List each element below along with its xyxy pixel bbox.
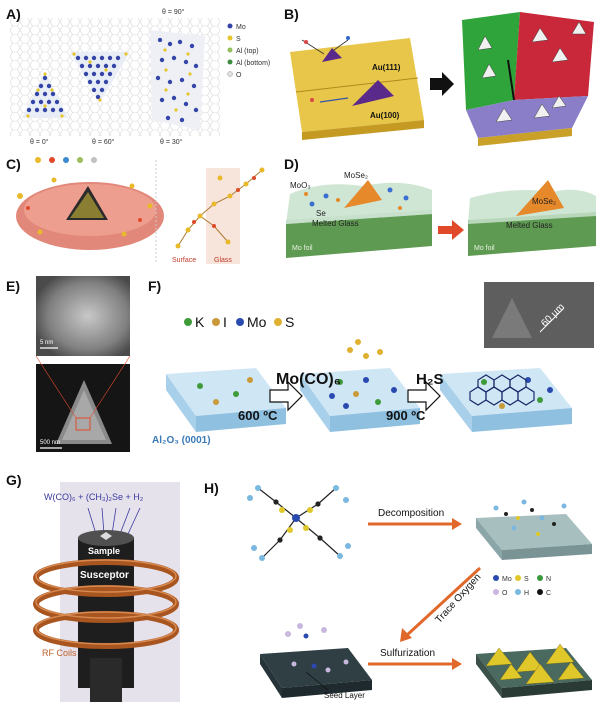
decomposition-arrow [368, 518, 462, 530]
glass-left-label: Melted Glass [312, 219, 359, 228]
panel-h: H) Decomposition Trace Oxygen [196, 458, 600, 706]
gas-label: H₂S [416, 371, 444, 388]
panel-b: B) Au(111) Au(100) [282, 0, 600, 150]
panel-a-legend: Mo S Al (top) Al (bottom) O [227, 23, 270, 79]
legend-mo: Mo [236, 24, 246, 31]
flake-30deg [150, 30, 205, 130]
transition-arrow [438, 220, 464, 240]
panel-g: G) W(CO)₆ + (CH₃)₂Se + H₂ Sample Suscept… [0, 458, 196, 706]
glass-right-label: Melted Glass [506, 221, 553, 230]
substrate-decomposed [476, 499, 592, 560]
mose2-right-label: MoSe₂ [532, 197, 556, 206]
angle-0-label: θ = 0° [30, 138, 49, 146]
panel-e-figure: 5 nm 500 nm [35, 276, 131, 452]
substrate-sulfurized [476, 643, 592, 698]
substrate-seed-layer [260, 623, 372, 698]
substrate-slab-3 [440, 368, 572, 432]
legend-al-top: Al (top) [236, 48, 259, 55]
optical-micrograph [484, 282, 594, 348]
foil-right-label: Mo foil [474, 245, 495, 252]
flux-arrow [319, 97, 349, 103]
panel-a-label: A) [6, 6, 21, 22]
trace-oxygen-label: Trace Oxygen [433, 572, 483, 626]
decomposition-label: Decomposition [378, 508, 444, 519]
panel-e-label: E) [6, 278, 20, 294]
legend-k: K [195, 314, 205, 330]
panel-h-figure: Decomposition Trace Oxygen Sulfurization… [247, 485, 592, 700]
angle-60-label: θ = 60° [92, 138, 115, 146]
panel-d: D) MoO₃ MoSe₂ Se Melted Glass Mo foil Mo… [282, 150, 600, 268]
panel-h-legend: Mo S N O H C [493, 575, 551, 597]
sulfurization-label: Sulfurization [380, 648, 435, 659]
seed-layer-label: Seed Layer [324, 691, 365, 700]
substrate-slab-1 [166, 368, 286, 432]
legend-mo: Mo [247, 314, 267, 330]
susceptor-label: Susceptor [80, 570, 129, 581]
panel-c-legend [35, 157, 97, 163]
panel-d-figure: MoO₃ MoSe₂ Se Melted Glass Mo foil MoSe₂… [286, 171, 596, 258]
angle-90-label: θ = 90° [162, 8, 185, 16]
au111-label: Au(111) [372, 63, 401, 72]
legend-s: S [236, 36, 241, 43]
panel-f-figure: 60 µm K I Mo S [152, 282, 594, 446]
panel-f: F) 60 µm K I Mo S [140, 268, 600, 458]
panel-b-label: B) [284, 6, 299, 22]
scale-5nm: 5 nm [40, 340, 53, 346]
stem-zoom-image [36, 276, 130, 356]
legend-al-bottom: Al (bottom) [236, 60, 270, 67]
process-arrow-1 [269, 380, 303, 412]
panel-g-figure: W(CO)₆ + (CH₃)₂Se + H₂ Sample Susceptor … [33, 482, 180, 702]
precursor-molecule [247, 485, 351, 561]
legend-s: S [285, 314, 294, 330]
panel-c: C) Surface Glass [0, 150, 282, 268]
rf-coils-label: RF Coils [42, 648, 77, 658]
temp2-label: 900 ºC [386, 408, 426, 423]
panel-c-figure: Surface Glass [16, 157, 265, 264]
panel-a: A) [0, 0, 282, 150]
panel-a-figure: θ = 90° θ = 0° θ = 60° θ = 30° Mo S Al (… [10, 8, 270, 146]
legend-o: O [502, 590, 508, 597]
legend-s: S [524, 576, 529, 583]
moo3-label: MoO₃ [290, 181, 311, 190]
panel-f-legend: K I Mo S [184, 314, 294, 330]
legend-i: I [223, 314, 227, 330]
scale-500nm: 500 nm [40, 440, 60, 446]
process-arrow-2 [407, 380, 441, 412]
transition-arrow [430, 72, 454, 96]
surface-label: Surface [172, 257, 196, 264]
panel-e: E) 5 nm 500 nm [0, 268, 140, 458]
legend-c: C [546, 590, 551, 597]
legend-h: H [524, 590, 529, 597]
temp1-label: 600 ºC [238, 408, 278, 423]
trace-oxygen-arrow [400, 566, 482, 642]
mose2-left-label: MoSe₂ [344, 171, 368, 180]
panel-b-figure: Au(111) Au(100) [290, 12, 594, 146]
panel-d-label: D) [284, 156, 299, 172]
sulfurization-arrow [368, 658, 462, 670]
substrate-slab-2 [300, 368, 420, 432]
formula-label: W(CO)₆ + (CH₃)₂Se + H₂ [44, 492, 144, 502]
substrate-label: Al₂O₃ (0001) [152, 435, 211, 446]
panel-g-label: G) [6, 472, 22, 488]
panel-c-label: C) [6, 156, 21, 172]
sample-label: Sample [88, 546, 120, 556]
legend-o: O [236, 72, 242, 79]
au100-label: Au(100) [370, 111, 400, 120]
flake-0deg [22, 72, 68, 118]
precursor-label: Mo(CO)₆ [276, 371, 341, 388]
se-label: Se [316, 209, 326, 218]
panel-f-label: F) [148, 278, 162, 294]
angle-30-label: θ = 30° [160, 138, 183, 146]
flake-60deg [70, 52, 130, 102]
panel-h-label: H) [204, 480, 219, 496]
foil-left-label: Mo foil [292, 245, 313, 252]
legend-n: N [546, 576, 551, 583]
glass-label: Glass [214, 257, 232, 264]
legend-mo: Mo [502, 576, 512, 583]
